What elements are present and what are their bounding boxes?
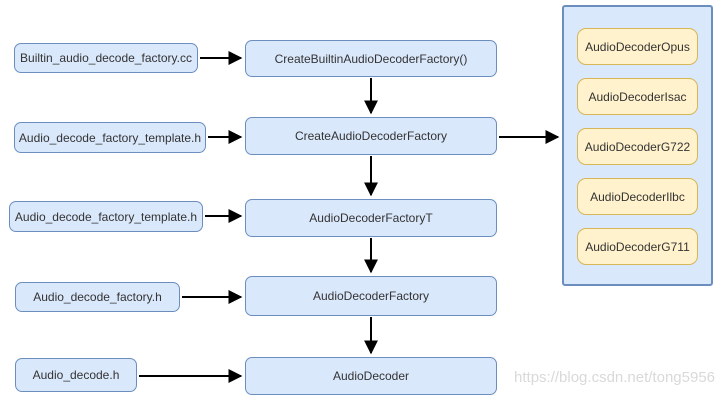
decoder-box-g722: AudioDecoderG722 — [577, 128, 698, 165]
decoder-box-opus: AudioDecoderOpus — [577, 28, 698, 65]
node-create-audio-decoder-factory: CreateAudioDecoderFactory — [245, 117, 497, 155]
decoder-box-g711: AudioDecoderG711 — [577, 228, 698, 265]
decoder-box-ilbc: AudioDecoderIlbc — [577, 178, 698, 215]
node-audio-decoder-factory: AudioDecoderFactory — [245, 276, 497, 316]
node-audio-decoder: AudioDecoder — [245, 357, 497, 395]
node-create-builtin-audio-decoder-factory: CreateBuiltinAudioDecoderFactory() — [245, 40, 497, 77]
file-box-audio-decode-factory-template-h-2: Audio_decode_factory_template.h — [9, 201, 203, 232]
file-box-audio-decode-h: Audio_decode.h — [15, 358, 137, 392]
decoder-group-panel: AudioDecoderOpus AudioDecoderIsac AudioD… — [562, 5, 713, 286]
file-box-audio-decode-factory-h: Audio_decode_factory.h — [15, 282, 180, 312]
watermark-url: https://blog.csdn.net/tong5956 — [514, 369, 715, 386]
file-box-audio-decode-factory-template-h-1: Audio_decode_factory_template.h — [14, 122, 206, 153]
file-box-builtin-audio-decode-factory-cc: Builtin_audio_decode_factory.cc — [14, 43, 198, 73]
node-audio-decoder-factory-t: AudioDecoderFactoryT — [245, 199, 497, 237]
decoder-box-isac: AudioDecoderIsac — [577, 78, 698, 115]
